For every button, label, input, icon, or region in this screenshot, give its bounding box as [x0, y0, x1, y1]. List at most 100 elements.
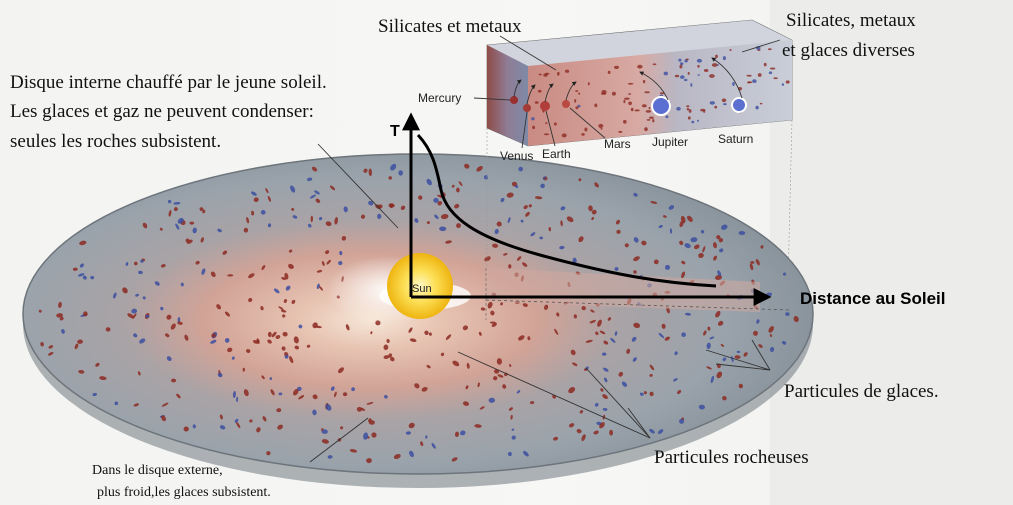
- rock-particle: [644, 127, 648, 131]
- silicates-metals-ices-line-2: et glaces diverses: [782, 40, 915, 61]
- rock-particle: [538, 90, 542, 93]
- rock-particle: [689, 109, 692, 113]
- rock-particle: [635, 109, 640, 111]
- inner-disk-line-3: seules les roches subsistent.: [10, 131, 221, 152]
- silicates-metals-ices-line-1: Silicates, metaux: [786, 10, 916, 31]
- mars-label: Mars: [604, 137, 631, 151]
- rock-particle: [612, 92, 616, 96]
- ice-particle: [697, 59, 702, 63]
- rock-particle: [609, 430, 613, 436]
- rock-particle: [647, 119, 651, 121]
- rock-particle: [768, 48, 772, 50]
- rock-particle: [786, 80, 790, 83]
- rock-particle: [686, 59, 689, 61]
- rock-particle: [598, 124, 603, 128]
- mars-dot: [562, 100, 570, 108]
- silicates-metals-label: Silicates et metaux: [378, 16, 522, 37]
- ice-particle: [710, 101, 715, 105]
- rock-particle: [688, 116, 691, 119]
- rock-particle: [628, 83, 634, 85]
- page-background: [770, 0, 1013, 505]
- rock-particle: [623, 100, 625, 104]
- rock-particle: [686, 105, 689, 107]
- ice-particle: [697, 120, 699, 122]
- inner-disk-line-2: Les glaces et gaz ne peuvent condenser:: [10, 101, 314, 122]
- ice-particle: [697, 74, 700, 76]
- rock-particle: [660, 92, 664, 94]
- outer-disk-line-2: plus froid,les glaces subsistent.: [97, 485, 271, 500]
- ice-particle: [737, 351, 740, 353]
- x-axis-label: Distance au Soleil: [800, 289, 946, 308]
- rock-particle: [608, 71, 611, 74]
- rock-particle: [700, 109, 705, 112]
- rock-particle: [581, 133, 585, 136]
- rock-particle: [747, 75, 752, 77]
- rock-particle: [243, 368, 245, 372]
- rock-particle: [652, 119, 654, 122]
- rock-particle: [770, 68, 775, 70]
- rock-particle: [646, 110, 651, 113]
- rock-particle: [579, 178, 582, 181]
- rock-particle: [594, 104, 597, 108]
- rock-particle: [747, 82, 750, 84]
- inner-disk-line-1: Disque interne chauffé par le jeune sole…: [10, 72, 327, 93]
- rock-particle: [544, 133, 549, 135]
- rock-particle: [601, 90, 606, 94]
- rock-particle: [687, 108, 689, 111]
- rock-particle: [562, 133, 567, 137]
- ice-particle: [782, 83, 784, 86]
- mercury-label: Mercury: [418, 91, 461, 105]
- venus-label: Venus: [500, 149, 533, 163]
- rock-particle: [688, 72, 690, 75]
- rock-particle: [539, 74, 542, 76]
- rock-particle: [614, 66, 619, 69]
- rock-particle: [535, 101, 539, 104]
- rock-particle: [588, 82, 590, 85]
- rock-particle: [565, 70, 569, 73]
- rock-particle: [709, 74, 715, 78]
- rock-particle: [574, 99, 576, 103]
- rock-particle: [631, 108, 634, 112]
- rock-particle: [722, 99, 726, 103]
- outer-disk-line-1: Dans le disque externe,: [92, 463, 223, 478]
- ice-particles-label: Particules de glaces.: [784, 381, 939, 402]
- rock-particle: [545, 73, 550, 75]
- rock-particle: [532, 126, 535, 129]
- ice-particle: [691, 121, 694, 124]
- ice-particle: [732, 82, 735, 86]
- rock-particle: [554, 122, 557, 125]
- rock-particle: [644, 91, 649, 93]
- rock-particle: [712, 63, 718, 67]
- ice-particle: [664, 72, 668, 76]
- rock-particle: [575, 90, 578, 92]
- ice-particle: [680, 75, 685, 79]
- rock-particle: [758, 73, 762, 77]
- ice-particle: [755, 106, 758, 110]
- ice-particle: [680, 62, 683, 65]
- ice-particle: [676, 107, 681, 111]
- rock-particle: [764, 63, 767, 67]
- rock-particle: [773, 77, 777, 79]
- rock-particle: [649, 107, 651, 109]
- rock-particle: [575, 106, 578, 109]
- saturn-dot: [732, 98, 746, 112]
- rock-particle: [653, 63, 657, 65]
- rock-particle: [675, 75, 679, 78]
- venus-dot: [523, 104, 531, 112]
- mercury-dot: [510, 96, 518, 104]
- ice-particle: [531, 117, 534, 120]
- rock-particle: [715, 55, 718, 59]
- rock-particle: [760, 103, 763, 105]
- ice-particle: [684, 79, 688, 81]
- ice-particle: [723, 103, 727, 105]
- rock-particle: [624, 98, 630, 100]
- rock-particle: [618, 131, 622, 133]
- ice-particle: [769, 71, 772, 74]
- rock-particle: [601, 128, 603, 130]
- rock-particle: [628, 93, 631, 95]
- earth-label: Earth: [542, 147, 571, 161]
- rock-particle: [714, 106, 717, 109]
- rocky-particles-label: Particules rocheuses: [654, 447, 809, 468]
- ice-particle: [723, 56, 726, 60]
- saturn-label: Saturn: [718, 132, 753, 146]
